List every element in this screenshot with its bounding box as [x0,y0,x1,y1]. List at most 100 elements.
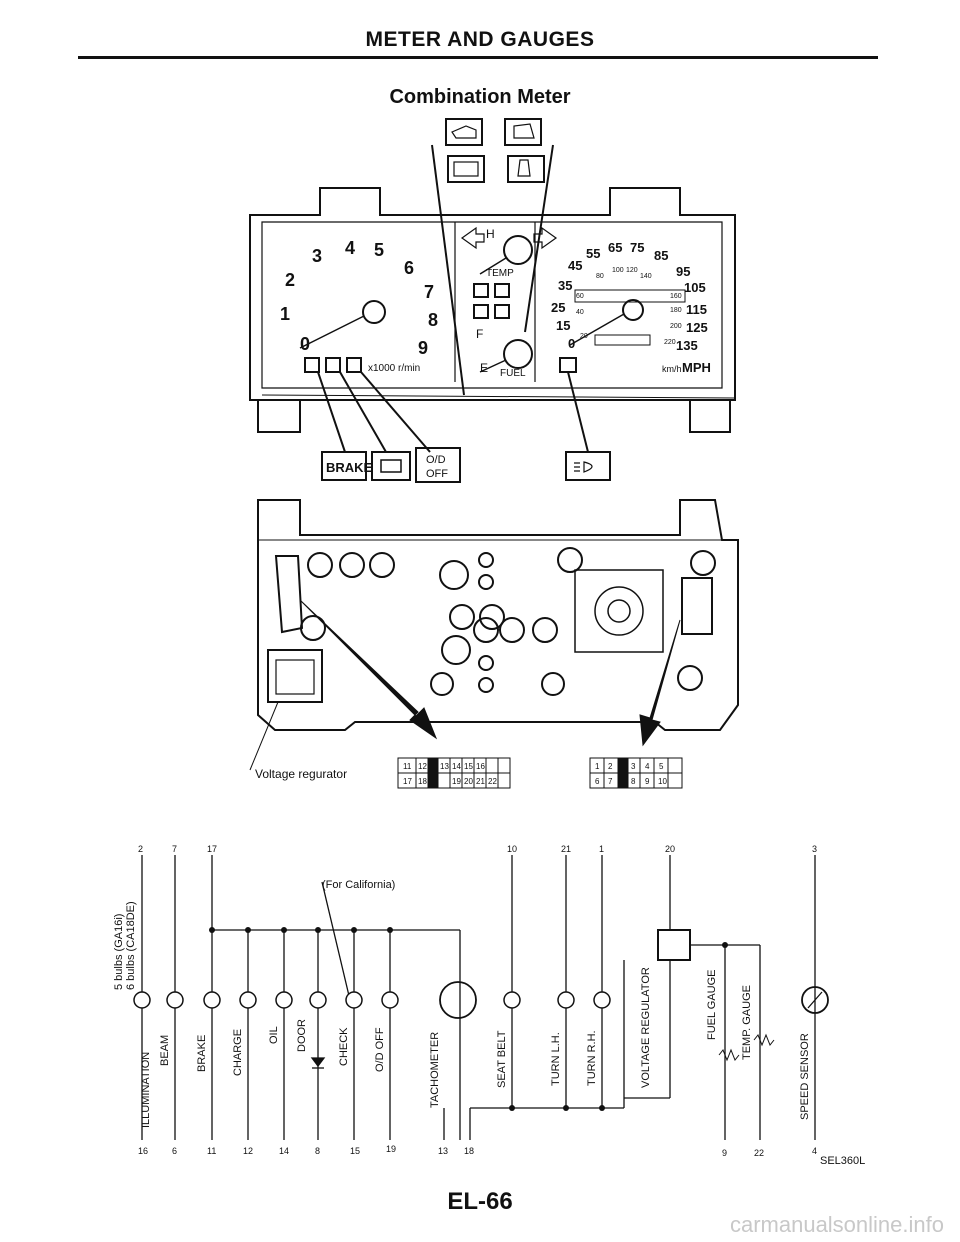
mph-number: 105 [684,280,706,295]
door-warning-box [504,118,542,146]
section-title: Combination Meter [389,86,571,108]
header-rule [78,56,878,59]
right-side-connector [681,577,713,635]
pin-label: 4 [645,762,650,771]
terminal-number: 2 [138,844,143,854]
california-note: (For California) [322,879,395,891]
high-beam-icon [574,461,593,473]
pin-label: 13 [440,762,449,771]
fuel-gauge-label: FUEL [500,368,526,379]
mph-number: 75 [630,240,644,255]
page-number: EL-66 [447,1188,513,1215]
pin-label: 8 [631,777,636,786]
terminal-number: 13 [438,1146,448,1156]
high-beam-warning-box [565,451,611,481]
speedometer-socket [574,569,664,653]
check-engine-icon [453,161,479,177]
tach-number: 5 [374,240,384,260]
mph-number: 125 [686,320,708,335]
label-fuel-gauge: FUEL GAUGE [706,970,718,1041]
mph-number: 25 [551,300,565,315]
left-connector-diagram [397,757,511,789]
mph-number: 0 [568,336,575,351]
seat-belt-warning-box [507,155,545,183]
temp-gauge-label: TEMP [486,268,514,279]
mph-number: 85 [654,248,668,263]
pin-label: 22 [488,777,497,786]
kmh-number: 20 [580,333,588,340]
brake-warning-box [321,451,367,481]
terminal-number: 20 [665,844,675,854]
pin-label: 15 [464,762,473,771]
pin-label: 11 [403,762,412,771]
fuel-full-label: F [476,327,483,341]
terminal-number: 21 [561,844,571,854]
tach-number: 2 [285,270,295,290]
terminal-number: 17 [207,844,217,854]
kmh-number: 160 [670,293,682,300]
terminal-number: 14 [279,1146,289,1156]
pin-label: 14 [452,762,461,771]
pin-label: 7 [608,777,613,786]
terminal-number: 11 [207,1146,216,1156]
label-beam: BEAM [159,1035,171,1066]
tach-number: 9 [418,338,428,358]
label-seat-belt: SEAT BELT [496,1030,508,1088]
speed-unit-kmh: km/h [662,364,682,374]
tach-number: 0 [300,334,310,354]
kmh-number: 120 [626,267,638,274]
tachometer-symbol [439,981,477,1019]
figure-reference-code: SEL360L [820,1155,866,1167]
label-od-off: O/D OFF [374,1027,386,1072]
kmh-number: 60 [576,293,584,300]
oil-can-icon [451,125,477,139]
pin-label: 18 [418,777,427,786]
label-oil: OIL [268,1026,280,1044]
terminal-number: 3 [812,844,817,854]
kmh-number: 200 [670,323,682,330]
mph-number: 65 [608,240,622,255]
tach-number: 8 [428,310,438,330]
bulb-symbols [133,991,611,1009]
brake-warning-label: BRAKE [326,460,373,475]
terminal-number: 22 [754,1148,764,1158]
terminal-number: 6 [172,1146,177,1156]
label-turn-lh: TURN L.H. [550,1032,562,1086]
battery-icon [380,459,402,473]
terminal-number: 7 [172,844,177,854]
label-tachometer: TACHOMETER [429,1032,441,1108]
mph-number: 115 [686,302,707,317]
speed-unit-mph: MPH [682,360,711,375]
tach-number: 4 [345,238,355,258]
mph-number: 15 [556,318,570,333]
terminal-number: 9 [722,1148,727,1158]
label-voltage-regulator: VOLTAGE REGULATOR [640,967,652,1088]
label-door: DOOR [296,1019,308,1052]
terminal-number: 10 [507,844,517,854]
left-connector-pointer [299,599,438,740]
pin-label: 6 [595,777,600,786]
kmh-number: 180 [670,307,682,314]
page-header-title: METER AND GAUGES [365,28,595,51]
terminal-number: 15 [350,1146,360,1156]
watermark: carmanualsonline.info [729,1212,944,1237]
fuel-empty-label: E [480,361,488,375]
label-turn-rh: TURN R.H. [586,1030,598,1086]
temp-high-label: H [486,227,495,241]
pin-label: 19 [452,777,461,786]
pin-label: 2 [608,762,613,771]
bulb-sockets [300,547,716,696]
pin-label: 9 [645,777,650,786]
terminal-number: 12 [243,1146,253,1156]
tach-number: 1 [280,304,290,324]
bulb-note-line2: 6 bulbs (CA18DE) [125,901,137,990]
od-off-warning-box [415,447,461,483]
pin-label: 17 [403,777,412,786]
kmh-number: 100 [612,267,624,274]
label-brake: BRAKE [196,1035,208,1072]
pin-label: 1 [595,762,600,771]
label-speed-sensor: SPEED SENSOR [799,1033,811,1120]
terminal-number: 4 [812,1146,817,1156]
pin-label: 5 [659,762,664,771]
